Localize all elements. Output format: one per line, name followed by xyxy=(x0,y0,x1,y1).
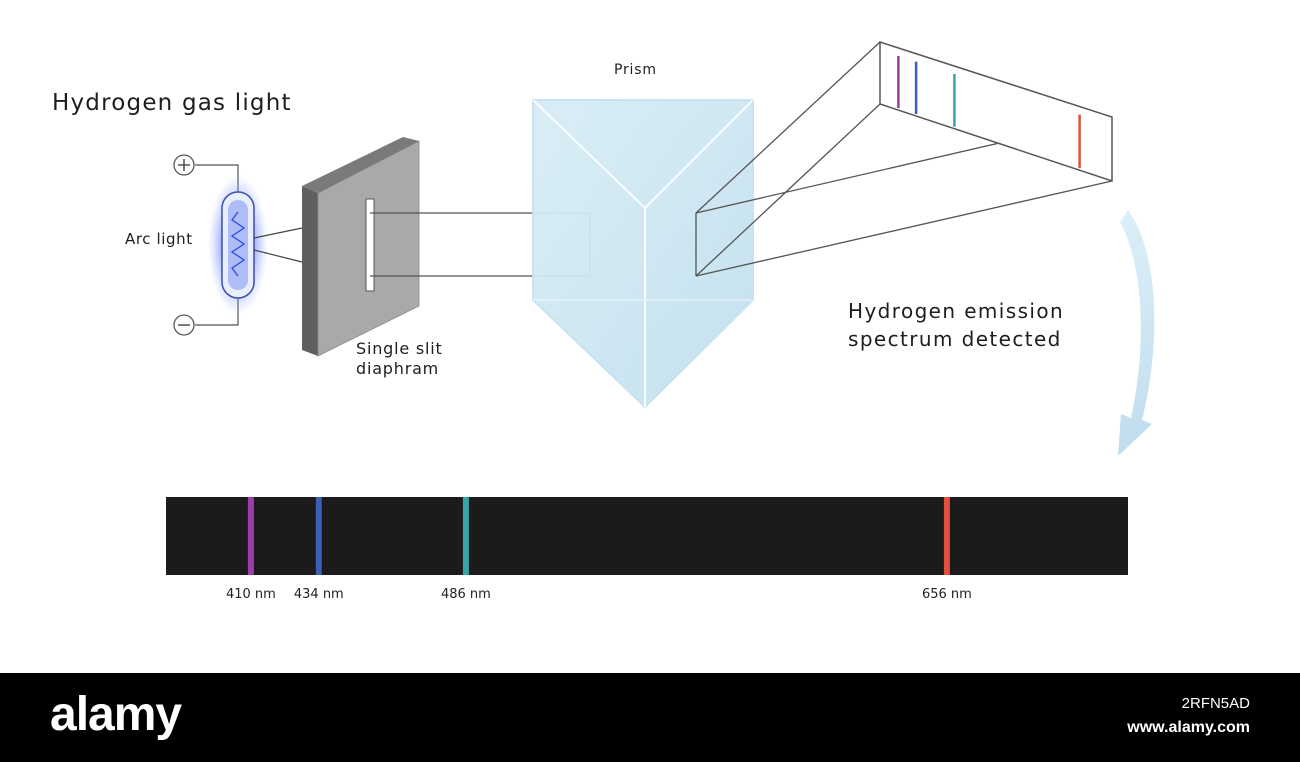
prism xyxy=(532,99,754,409)
emission-label: Hydrogen emission spectrum detected xyxy=(848,297,1064,353)
watermark-site: www.alamy.com xyxy=(1127,719,1250,736)
prism-label: Prism xyxy=(614,62,657,78)
wavelength-label-486: 486 nm xyxy=(440,587,491,602)
screen-spectral-lines xyxy=(897,56,1081,169)
slit-label-line1: Single slit xyxy=(356,339,443,358)
positive-terminal-icon xyxy=(173,154,195,176)
watermark-footer: alamy 2RFN5AD www.alamy.com xyxy=(0,673,1300,762)
lamp-beam xyxy=(253,227,303,263)
detection-screen xyxy=(879,40,1113,183)
negative-terminal-icon xyxy=(173,314,195,336)
slit-label-line2: diaphram xyxy=(356,359,440,378)
arc-light-label: Arc light xyxy=(125,230,193,248)
spectrum-lines xyxy=(247,497,950,575)
image-code: 2RFN5AD xyxy=(1181,695,1250,712)
slit-diaphragm xyxy=(302,137,420,357)
emission-label-line2: spectrum detected xyxy=(848,327,1062,351)
spectral-line-656 xyxy=(943,497,950,575)
arc-lamp xyxy=(208,175,268,315)
alamy-logo: alamy xyxy=(50,688,182,741)
spectral-line-486 xyxy=(462,497,469,575)
emission-label-line1: Hydrogen emission xyxy=(848,299,1065,323)
wavelength-label-656: 656 nm xyxy=(921,587,972,602)
diagram-canvas xyxy=(166,40,1155,575)
wavelength-label-434: 434 nm xyxy=(293,587,344,602)
diagram-title: Hydrogen gas light xyxy=(52,90,292,116)
wavelength-label-410: 410 nm xyxy=(225,587,276,602)
slit-opening xyxy=(365,198,375,292)
spectral-line-434 xyxy=(315,497,322,575)
spectral-line-410 xyxy=(247,497,254,575)
curved-arrow-icon xyxy=(1118,210,1155,456)
spectrum-bar xyxy=(166,497,1128,575)
slit-label: Single slit diaphram xyxy=(356,339,443,379)
lamp-filament xyxy=(230,211,246,277)
